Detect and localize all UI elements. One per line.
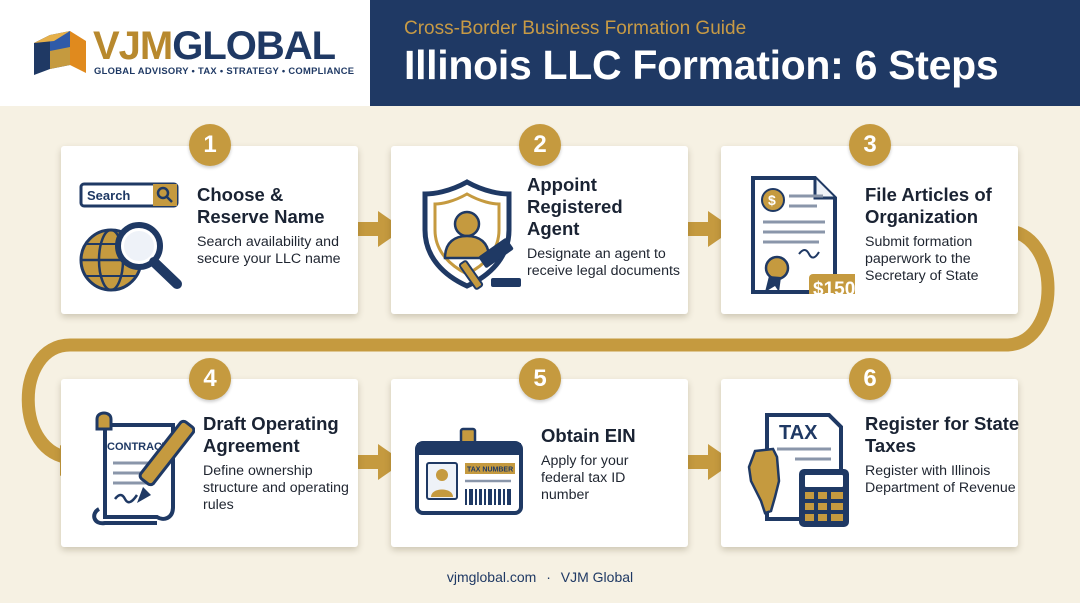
step-6-title: Register for State Taxes	[865, 413, 1020, 456]
shield-agent-gavel-icon	[422, 179, 521, 290]
logo-cube-icon	[34, 31, 86, 75]
logo: VJMGLOBAL GLOBAL ADVISORY • TAX • STRATE…	[0, 0, 370, 106]
step-1-title: Choose & Reserve Name	[197, 184, 325, 227]
step-badge-4: 4	[189, 358, 231, 400]
name-search-icon: Search	[79, 182, 182, 292]
footer: vjmglobal.com · VJM Global	[0, 569, 1080, 585]
step-4-text: Draft Operating Agreement Define ownersh…	[203, 413, 358, 514]
search-box-label: Search	[87, 188, 130, 203]
svg-text:$: $	[768, 192, 776, 208]
step-5-description: Apply for your federal tax ID number	[541, 453, 629, 503]
header: VJMGLOBAL GLOBAL ADVISORY • TAX • STRATE…	[0, 0, 1080, 106]
illinois-state-shape	[747, 447, 781, 515]
footer-separator: ·	[546, 569, 551, 585]
step-card-4: CONTRACT Draft Operating Agreement Defin…	[61, 379, 358, 547]
step-5-text: Obtain EIN Apply for your federal tax ID…	[541, 425, 696, 504]
footer-company: VJM Global	[560, 569, 634, 585]
id-card-icon: TAX NUMBER	[415, 427, 523, 515]
step-6-description: Register with Illinois Department of Rev…	[865, 463, 1016, 496]
step-badge-6: 6	[849, 358, 891, 400]
step-card-2: Appoint Registered Agent Designate an ag…	[391, 146, 688, 314]
footer-website: vjmglobal.com	[446, 569, 537, 585]
flow-curve-connector	[21, 223, 1055, 465]
brand-name: VJMGLOBAL	[93, 22, 336, 70]
contract-pen-icon: CONTRACT	[92, 411, 195, 526]
contract-label: CONTRACT	[107, 441, 169, 453]
step-card-6: TAX Register for State Taxes Register wi…	[721, 379, 1020, 547]
step-6-text: Register for State Taxes Register with I…	[865, 413, 1020, 497]
step-badge-5: 5	[519, 358, 561, 400]
step-3-description: Submit formation paperwork to the Secret…	[865, 234, 979, 284]
brand-name-part1: VJM	[93, 24, 173, 68]
step-badge-2: 2	[519, 124, 561, 166]
step-1-text: Choose & Reserve Name Search availabilit…	[197, 184, 352, 268]
tax-number-label: TAX NUMBER	[467, 467, 513, 474]
brand-tagline: GLOBAL ADVISORY • TAX • STRATEGY • COMPL…	[94, 65, 355, 76]
step-1-description: Search availability and secure your LLC …	[197, 234, 341, 267]
step-3-title: File Articles of Organization	[865, 184, 992, 227]
step-card-3: $ $150 File Articles of Organization Sub…	[721, 146, 1018, 314]
step-4-title: Draft Operating Agreement	[203, 413, 339, 456]
step-card-1: Search Choose & Reserve Name Search avai…	[61, 146, 358, 314]
step-card-5: TAX NUMBER Obtain EIN Apply for your fed…	[391, 379, 688, 547]
tax-document-label: TAX	[779, 422, 818, 444]
step-2-text: Appoint Registered Agent Designate an ag…	[527, 174, 682, 280]
step-3-text: File Articles of Organization Submit for…	[865, 184, 1020, 285]
filing-fee-label: $150	[813, 279, 855, 294]
articles-document-icon: $ $150	[751, 176, 855, 294]
step-4-description: Define ownership structure and operating…	[203, 463, 349, 513]
step-badge-1: 1	[189, 124, 231, 166]
header-subtitle: Cross-Border Business Formation Guide	[404, 18, 747, 39]
page-title: Illinois LLC Formation: 6 Steps	[404, 42, 999, 88]
step-badge-3: 3	[849, 124, 891, 166]
step-2-title: Appoint Registered Agent	[527, 174, 623, 239]
title-banner: Cross-Border Business Formation Guide Il…	[370, 0, 1080, 106]
brand-name-part2: GLOBAL	[172, 24, 336, 68]
step-5-title: Obtain EIN	[541, 425, 636, 446]
tax-calculator-icon: TAX	[747, 413, 849, 527]
step-2-description: Designate an agent to receive legal docu…	[527, 246, 680, 279]
